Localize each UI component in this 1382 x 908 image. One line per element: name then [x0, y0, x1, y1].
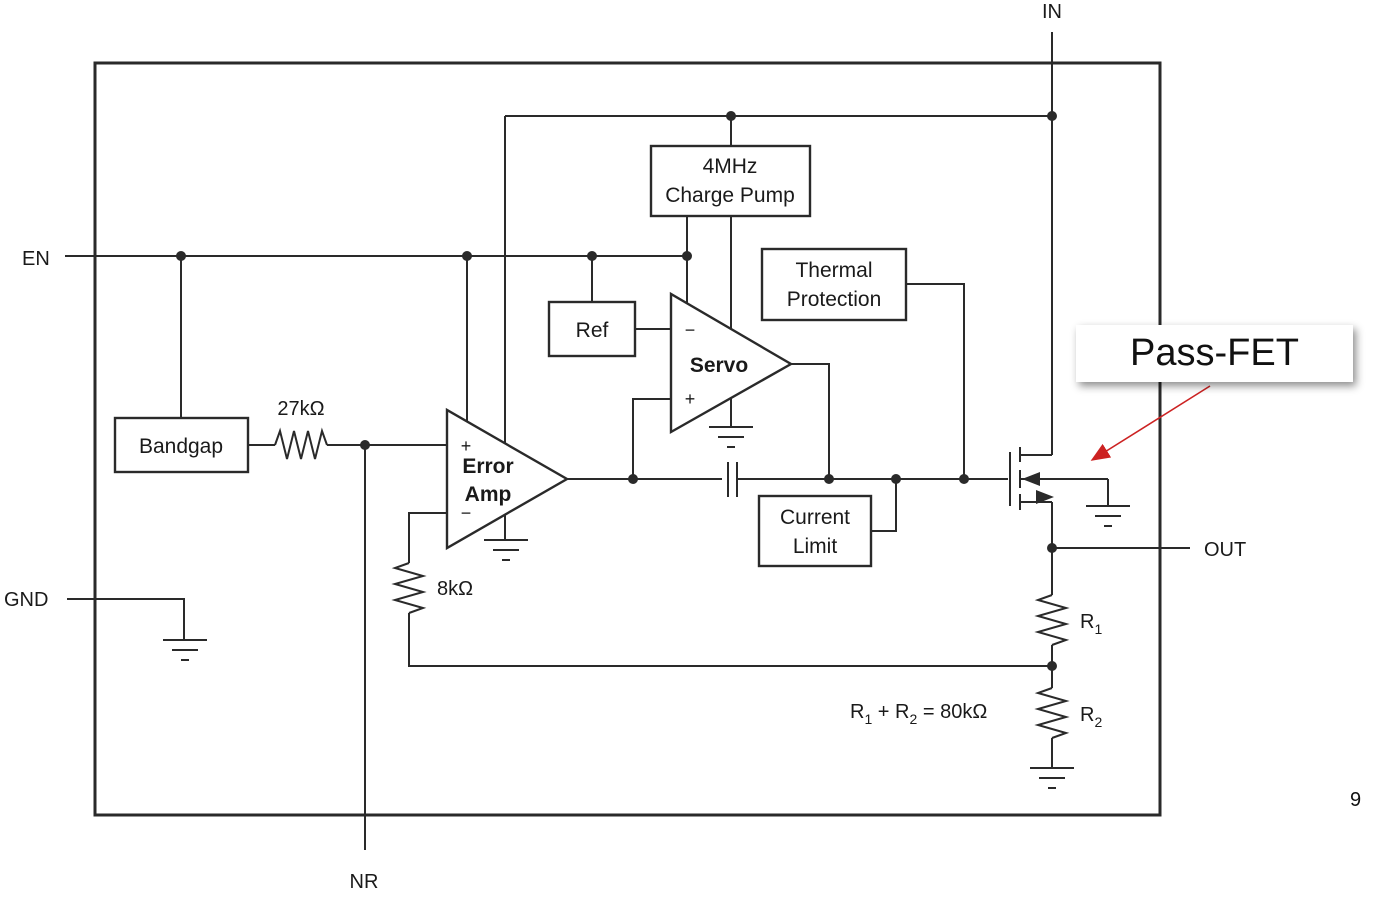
current-limit-block [757, 494, 873, 568]
servo-plus-sign: + [685, 389, 696, 409]
bandgap-label: Bandgap [139, 435, 223, 458]
thermal-wire [906, 283, 965, 479]
package-outline [93, 61, 1162, 817]
servo-label: Servo [690, 354, 748, 377]
current-limit-label-2: Limit [793, 535, 838, 558]
pin-en-label: EN [22, 248, 50, 270]
servo-out-wire [791, 363, 830, 479]
r2-label: R2 [1080, 704, 1102, 730]
charge-pump-label-2: Charge Pump [665, 184, 795, 207]
error-amp-label-2: Amp [465, 483, 512, 506]
pass-fet-callout-label: Pass-FET [1130, 332, 1299, 374]
r8k-label: 8kΩ [437, 578, 473, 600]
gnd-pin-wire [67, 598, 185, 640]
junction-dots [176, 111, 1057, 671]
error-amp-opamp [445, 407, 570, 551]
current-limit-wire [871, 479, 897, 532]
feedback-bus [408, 613, 1052, 667]
resistor-8k [391, 562, 427, 614]
charge-pump-block [649, 144, 812, 218]
r1-label: R1 [1080, 611, 1102, 637]
resistor-r2 [1034, 687, 1070, 739]
thermal-label-1: Thermal [795, 259, 872, 282]
erramp-ground-symbol [484, 520, 528, 561]
bandgap-block [113, 416, 250, 474]
ref-label: Ref [576, 319, 609, 342]
page-number: 9 [1350, 789, 1362, 811]
pin-in-label: IN [1042, 1, 1062, 23]
pass-fet-callout: Pass-FET [1076, 325, 1353, 382]
r2-ground-symbol [1030, 767, 1074, 789]
pin-out-label: OUT [1204, 539, 1246, 561]
servo-opamp [669, 291, 794, 435]
servo-plus-feedback [632, 398, 671, 479]
resistor-r1 [1034, 594, 1070, 646]
error-amp-plus-sign: + [461, 436, 472, 456]
ref-block [547, 300, 637, 358]
thermal-label-2: Protection [787, 288, 882, 311]
error-amp-minus-sign: − [461, 503, 472, 523]
servo-ground-symbol [709, 426, 753, 448]
thermal-protection-block [760, 247, 908, 322]
pin-gnd-label: GND [4, 589, 48, 611]
pin-nr-label: NR [350, 871, 379, 893]
divider-equation: R1 + R2 = 80kΩ [850, 701, 987, 727]
callout-arrow [1090, 385, 1211, 461]
pass-fet [1009, 447, 1108, 510]
fet-ground-symbol [1086, 505, 1130, 527]
gnd-ground-symbol [163, 639, 207, 661]
resistor-27k [274, 427, 328, 460]
error-amp-label-1: Error [462, 455, 513, 478]
erramp-minus-wire [408, 512, 447, 563]
current-limit-label-1: Current [780, 506, 850, 529]
charge-pump-label-1: 4MHz [703, 155, 758, 178]
servo-minus-sign: − [685, 320, 696, 340]
r27k-label: 27kΩ [277, 398, 324, 420]
